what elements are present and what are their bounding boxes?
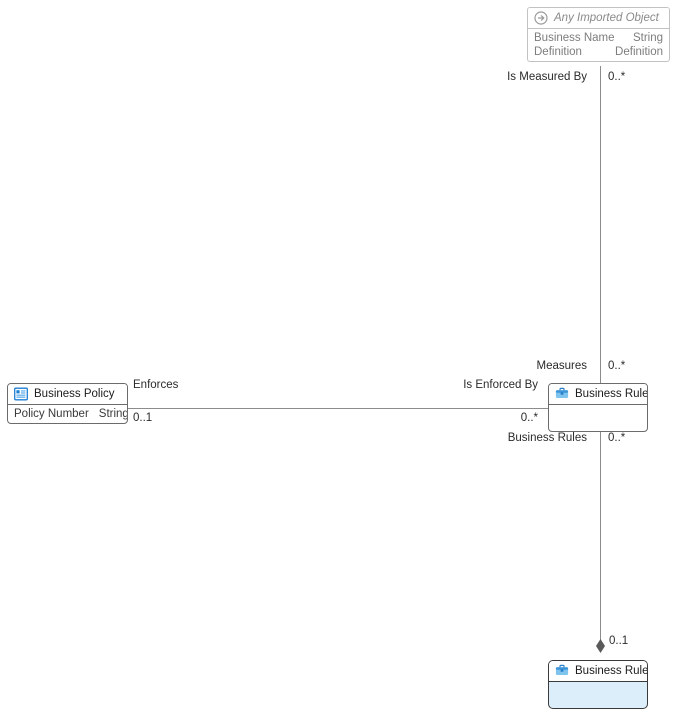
attribute-row[interactable]: Definition Definition <box>528 45 669 59</box>
edge-label-business-rules[interactable]: Business Rules <box>507 432 587 444</box>
edge-label-is-measured-by[interactable]: Is Measured By <box>507 71 587 83</box>
composition-diamond[interactable] <box>596 639 605 653</box>
attribute-name: Definition <box>534 46 582 58</box>
connector-rule-to-rules[interactable] <box>600 424 601 646</box>
edge-label-is-enforced-by[interactable]: Is Enforced By <box>463 379 538 391</box>
node-attributes <box>549 405 647 431</box>
node-any-imported-object[interactable]: Any Imported Object Business Name String… <box>527 7 670 62</box>
attribute-row[interactable]: Policy Number String <box>8 407 127 421</box>
connector-policy-to-rule[interactable] <box>128 408 548 409</box>
attribute-name: Business Name <box>534 32 615 44</box>
node-business-policy[interactable]: Business Policy Policy Number String <box>7 383 128 424</box>
business-rule-briefcase-icon <box>555 387 569 401</box>
edge-multiplicity-enforces[interactable]: 0..1 <box>133 412 153 424</box>
edge-label-measures[interactable]: Measures <box>536 360 588 372</box>
edge-multiplicity-measures[interactable]: 0..* <box>608 360 626 372</box>
attribute-row[interactable]: Business Name String <box>528 31 669 45</box>
edge-multiplicity-composition[interactable]: 0..1 <box>609 635 629 647</box>
node-header: Business Policy <box>8 384 127 405</box>
node-title: Any Imported Object <box>554 12 659 24</box>
node-attributes <box>549 682 647 708</box>
attribute-type: String <box>632 32 663 44</box>
edge-multiplicity-is-enforced-by[interactable]: 0..* <box>520 412 538 424</box>
node-business-rules[interactable]: Business Rules <box>548 660 648 709</box>
attribute-name: Policy Number <box>14 408 89 420</box>
edge-multiplicity-is-measured-by[interactable]: 0..* <box>608 71 626 83</box>
node-title: Business Policy <box>34 388 115 400</box>
business-policy-document-icon <box>14 387 28 401</box>
attribute-type: String <box>98 408 128 420</box>
connector-imported-to-rule[interactable] <box>600 66 601 384</box>
node-business-rule[interactable]: Business Rule <box>548 383 648 432</box>
attribute-type: Definition <box>615 46 663 58</box>
node-attributes: Policy Number String <box>8 405 127 423</box>
edge-multiplicity-business-rules[interactable]: 0..* <box>608 432 626 444</box>
node-header: Any Imported Object <box>528 8 669 29</box>
node-title: Business Rule <box>575 388 648 400</box>
imported-object-arrow-icon <box>534 11 548 25</box>
node-header: Business Rules <box>549 661 647 682</box>
edge-label-enforces[interactable]: Enforces <box>133 379 179 391</box>
node-header: Business Rule <box>549 384 647 405</box>
node-title: Business Rules <box>575 665 648 677</box>
node-attributes: Business Name String Definition Definiti… <box>528 29 669 61</box>
business-rules-briefcase-icon <box>555 664 569 678</box>
